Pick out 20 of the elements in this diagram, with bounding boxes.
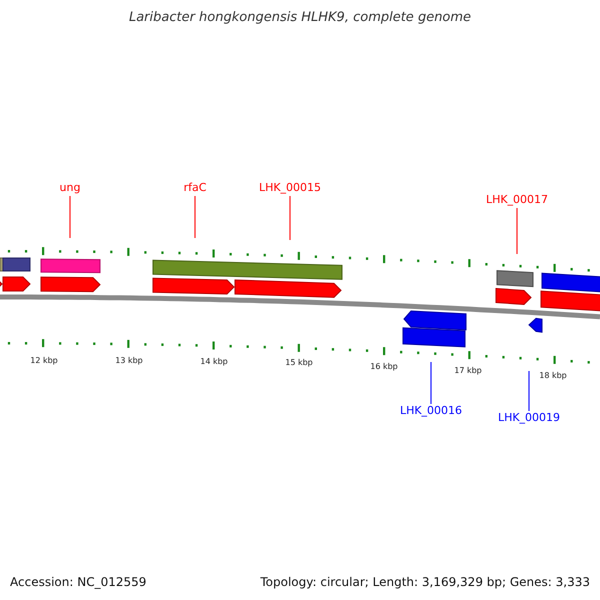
gene-label: rfaC <box>184 182 206 193</box>
scale-label: 12 kbp <box>30 357 58 365</box>
scale-label: 18 kbp <box>539 372 567 380</box>
scale-label: 16 kbp <box>370 363 398 371</box>
leader-line <box>528 370 530 412</box>
leader-line <box>194 196 196 238</box>
scale-label: 17 kbp <box>454 367 482 375</box>
accession-note: Accession: NC_012559 <box>10 576 146 588</box>
scale-label: 13 kbp <box>115 357 143 365</box>
gene-label: LHK_00015 <box>258 182 322 193</box>
scale-label: 14 kbp <box>200 358 228 366</box>
gene-label: LHK_00017 <box>486 194 548 205</box>
gene-label: LHK_00016 <box>400 405 462 416</box>
title: Laribacter hongkongensis HLHK9, complete genome <box>128 11 472 24</box>
leader-line <box>516 208 518 254</box>
gene-label: LHK_00019 <box>498 412 560 423</box>
gene-label: ung <box>60 182 80 193</box>
genome-info-note: Topology: circular; Length: 3,169,329 bp; Genes: 3,333 <box>260 576 590 588</box>
leader-line <box>430 362 432 404</box>
scale-label: 15 kbp <box>285 359 313 367</box>
